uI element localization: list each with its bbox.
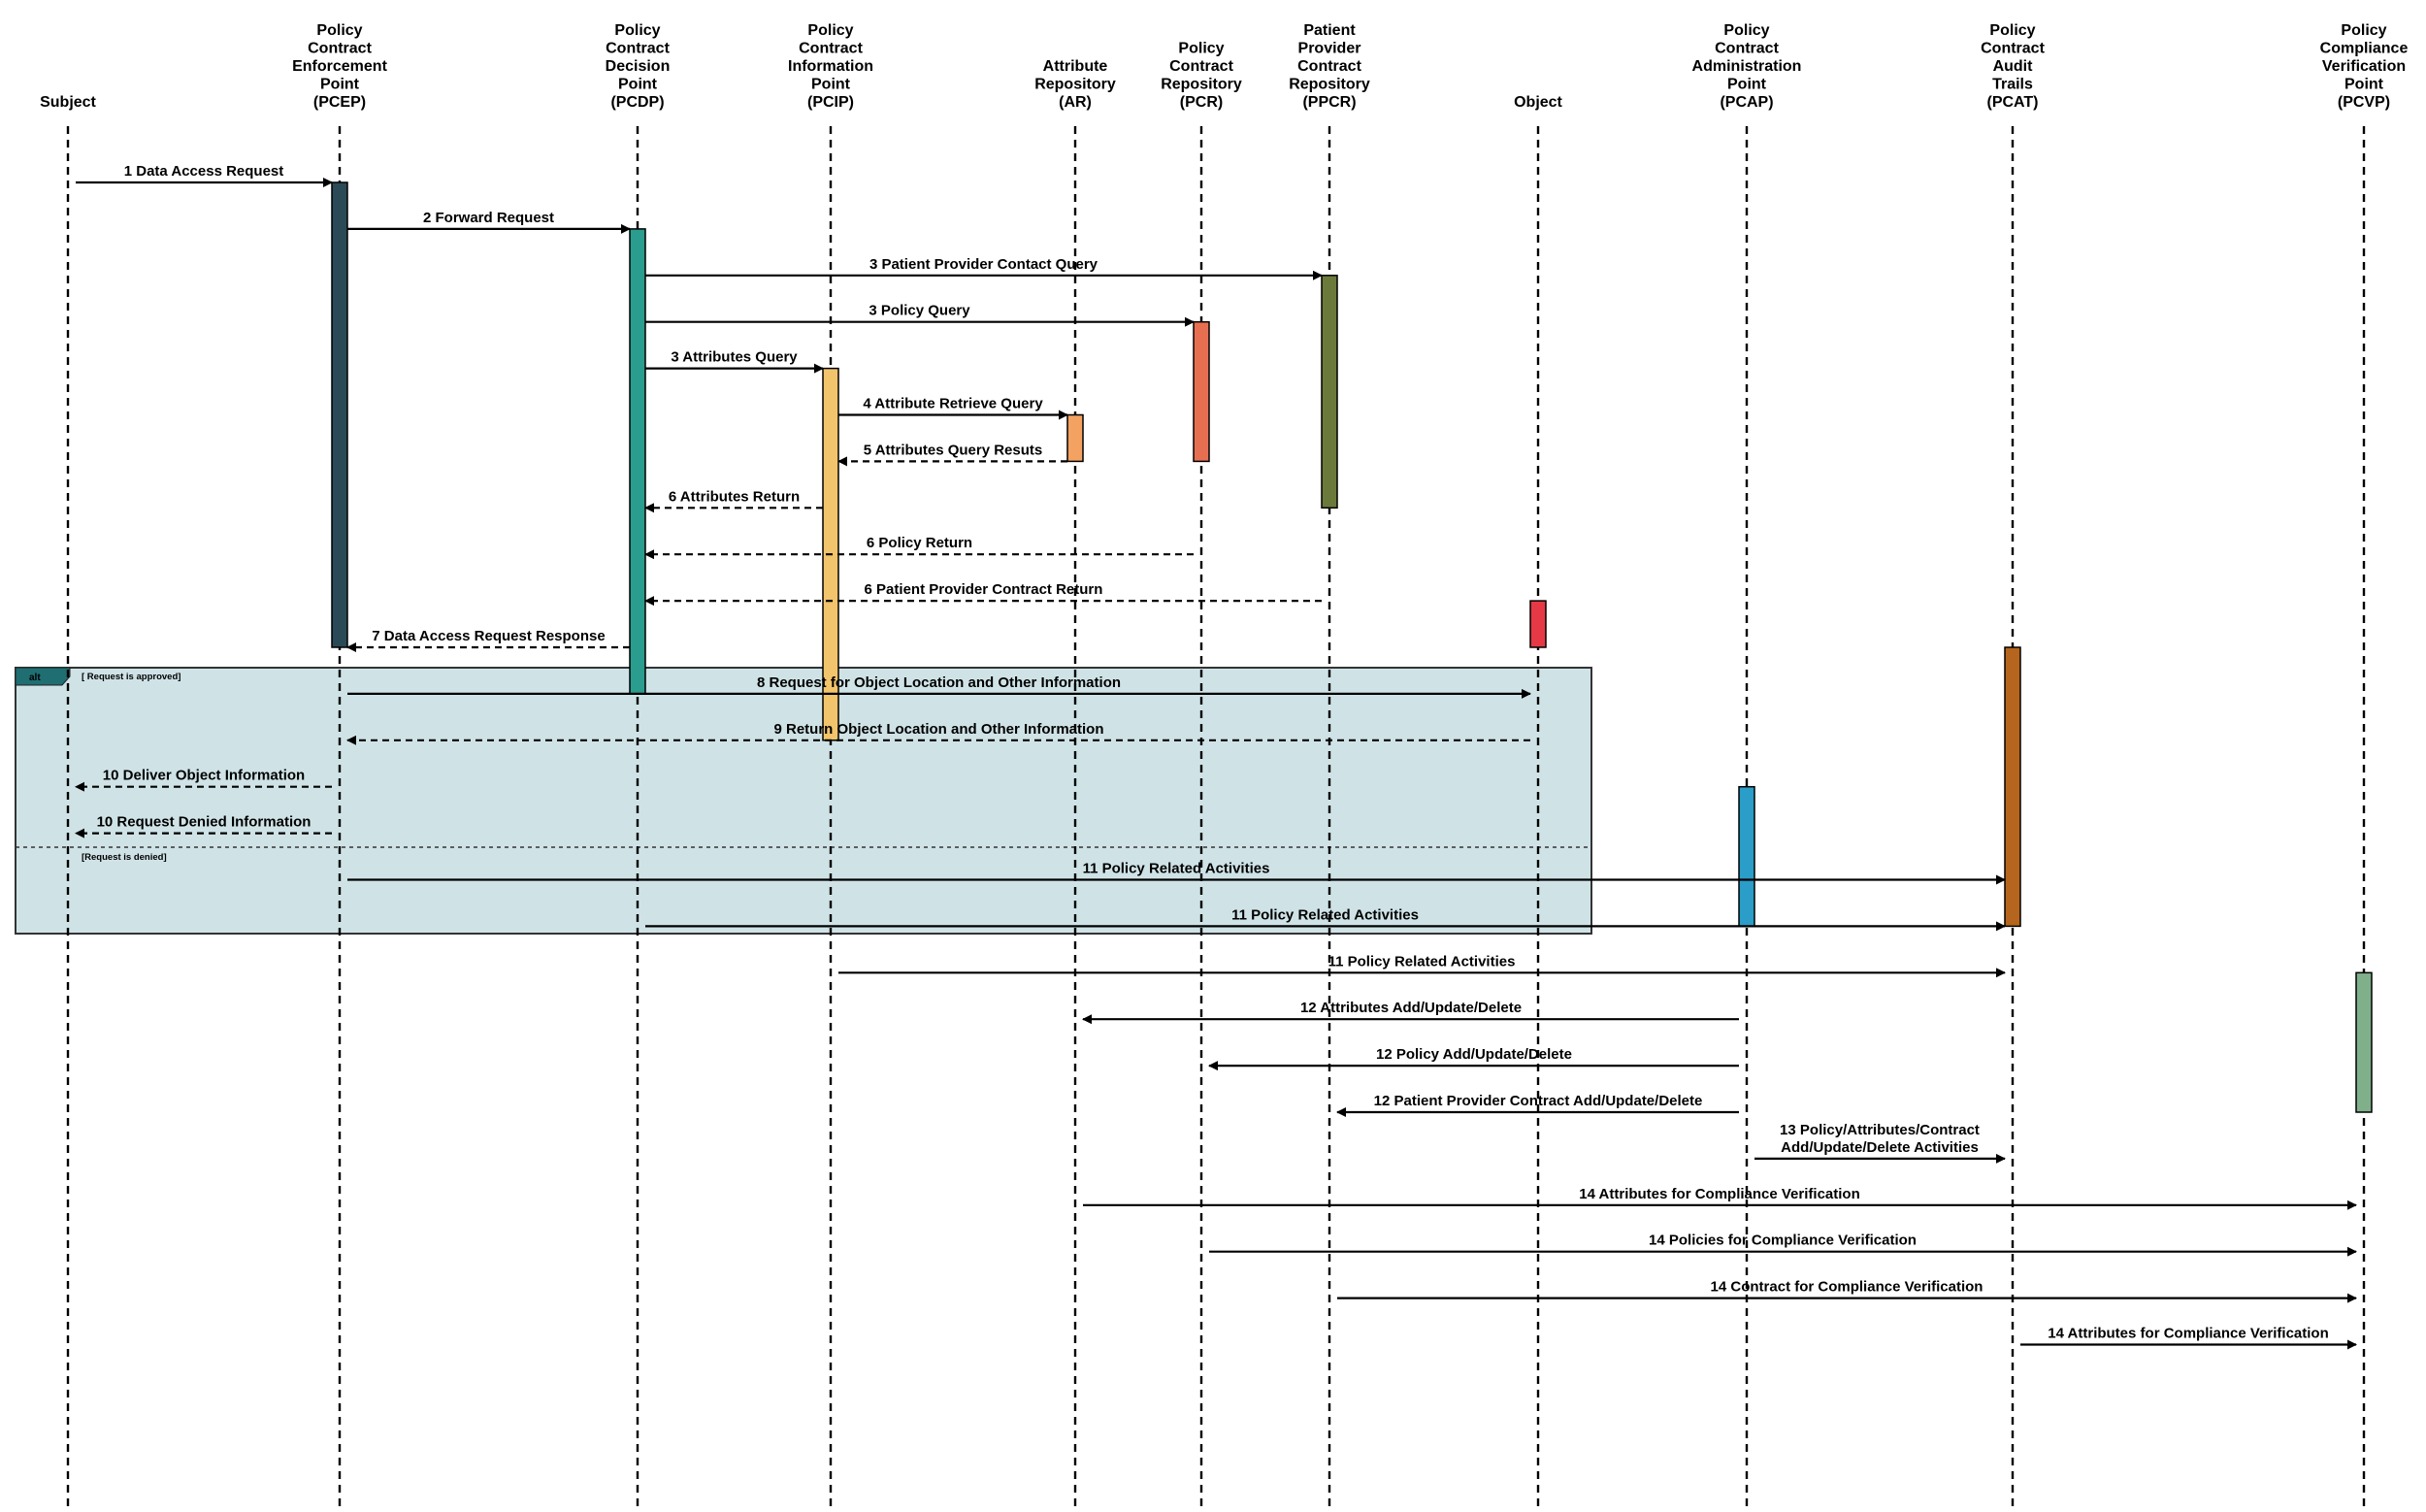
message-label: 4 Attribute Retrieve Query bbox=[863, 396, 1043, 412]
message-24: 14 Policies for Compliance Verification bbox=[1209, 1233, 2357, 1257]
message-label: 3 Attributes Query bbox=[671, 349, 798, 366]
message-20: 12 Policy Add/Update/Delete bbox=[1208, 1046, 1739, 1071]
message-label: 12 Patient Provider Contract Add/Update/… bbox=[1374, 1093, 1703, 1109]
message-12: 8 Request for Object Location and Other … bbox=[347, 674, 1531, 699]
activation-pcap bbox=[1738, 785, 1755, 928]
message-14: 10 Deliver Object Information bbox=[75, 768, 332, 792]
message-label: 14 Attributes for Compliance Verificatio… bbox=[2048, 1326, 2329, 1342]
message-1: 1 Data Access Request bbox=[76, 163, 333, 187]
message-19: 12 Attributes Add/Update/Delete bbox=[1082, 1000, 1739, 1025]
message-11: 7 Data Access Request Response bbox=[346, 628, 630, 652]
message-21: 12 Patient Provider Contract Add/Update/… bbox=[1336, 1093, 1739, 1117]
message-2: 2 Forward Request bbox=[347, 210, 631, 234]
activation-pcep bbox=[331, 181, 348, 648]
message-10: 6 Patient Provider Contract Return bbox=[644, 581, 1322, 607]
message-label: 2 Forward Request bbox=[423, 210, 554, 226]
alt-frame-tag-box bbox=[15, 667, 71, 686]
message-label: 12 Policy Add/Update/Delete bbox=[1376, 1046, 1572, 1063]
message-label: 14 Policies for Compliance Verification bbox=[1649, 1233, 1917, 1249]
message-label: 11 Policy Related Activities bbox=[1083, 861, 1270, 877]
message-6: 4 Attribute Retrieve Query bbox=[838, 396, 1068, 420]
message-3: 3 Patient Provider Contact Query bbox=[645, 256, 1323, 280]
message-label: 11 Policy Related Activities bbox=[1231, 906, 1419, 923]
message-26: 14 Attributes for Compliance Verificatio… bbox=[2020, 1326, 2357, 1350]
message-label: 12 Attributes Add/Update/Delete bbox=[1300, 1000, 1522, 1016]
message-4: 3 Policy Query bbox=[645, 303, 1195, 327]
message-label: 1 Data Access Request bbox=[124, 163, 284, 180]
message-label: 5 Attributes Query Resuts bbox=[864, 442, 1043, 458]
activation-ppcr bbox=[1321, 275, 1338, 509]
message-23: 14 Attributes for Compliance Verificatio… bbox=[1083, 1186, 2357, 1210]
message-label: 3 Patient Provider Contact Query bbox=[869, 256, 1098, 273]
message-label: 8 Request for Object Location and Other … bbox=[757, 674, 1121, 691]
message-5: 3 Attributes Query bbox=[645, 349, 824, 374]
alt-frame: alt [ Request is approved] [Request is den… bbox=[15, 667, 1592, 935]
message-label: 14 Attributes for Compliance Verificatio… bbox=[1579, 1186, 1860, 1202]
alt-condition-approved: [ Request is approved] bbox=[82, 672, 180, 682]
activation-pcvp bbox=[2355, 971, 2373, 1113]
message-9: 6 Policy Return bbox=[644, 535, 1194, 560]
message-13: 9 Return Object Location and Other Infor… bbox=[346, 721, 1530, 745]
message-15: 10 Request Denied Information bbox=[75, 814, 332, 838]
activation-pcr bbox=[1193, 320, 1210, 463]
message-label: 3 Policy Query bbox=[869, 303, 970, 319]
message-label: 10 Deliver Object Information bbox=[103, 768, 305, 784]
message-label: 11 Policy Related Activities bbox=[1328, 953, 1516, 970]
message-label: 6 Policy Return bbox=[867, 535, 972, 551]
message-label: 14 Contract for Compliance Verification bbox=[1711, 1279, 1983, 1296]
activation-pcdp bbox=[629, 228, 646, 695]
alt-frame-tag: alt bbox=[29, 673, 41, 683]
participant-subject: Subject bbox=[40, 94, 96, 111]
message-17: 11 Policy Related Activities bbox=[645, 906, 2006, 932]
message-18: 11 Policy Related Activities bbox=[838, 953, 2006, 978]
activation-object bbox=[1529, 600, 1547, 648]
participant-object: Object bbox=[1514, 94, 1562, 111]
message-7: 5 Attributes Query Resuts bbox=[837, 442, 1067, 467]
message-25: 14 Contract for Compliance Verification bbox=[1337, 1279, 2357, 1303]
message-8: 6 Attributes Return bbox=[644, 488, 823, 513]
message-16: 11 Policy Related Activities bbox=[347, 861, 2006, 885]
activation-pcat bbox=[2004, 646, 2021, 928]
alt-condition-denied: [Request is denied] bbox=[82, 852, 167, 863]
message-label: 6 Patient Provider Contract Return bbox=[865, 581, 1103, 598]
message-label: 10 Request Denied Information bbox=[97, 814, 311, 831]
message-label: 9 Return Object Location and Other Infor… bbox=[773, 721, 1103, 738]
message-label: 7 Data Access Request Response bbox=[372, 628, 605, 644]
activation-ar bbox=[1066, 413, 1084, 463]
message-label: 6 Attributes Return bbox=[669, 488, 800, 505]
alt-frame-box bbox=[15, 667, 1592, 935]
